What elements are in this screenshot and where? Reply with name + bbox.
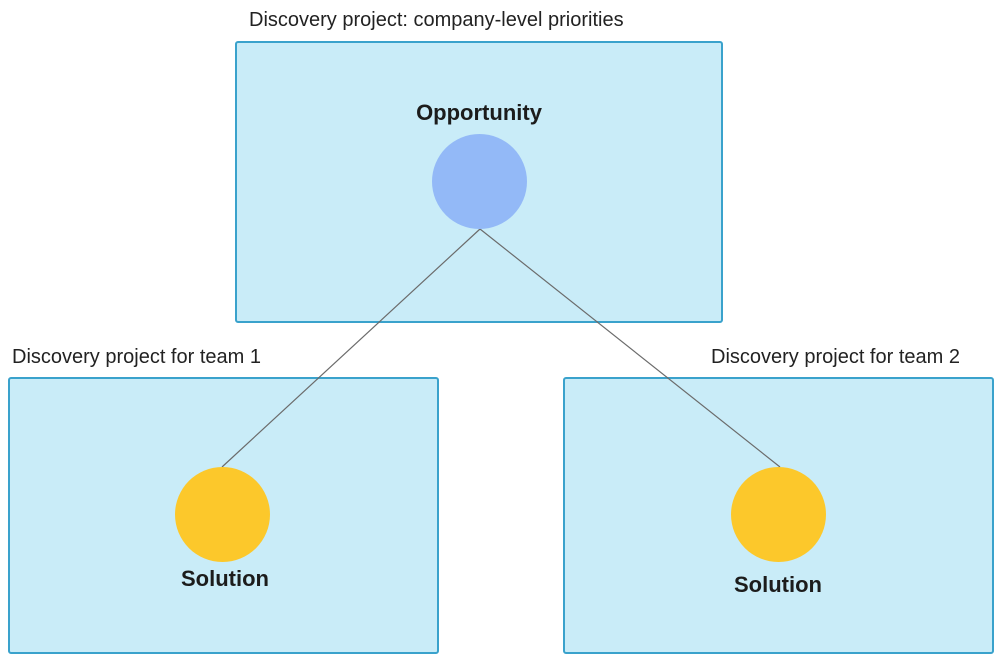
solution-node-team2[interactable] [731,467,826,562]
solution-node-team1[interactable] [175,467,270,562]
opportunity-label: Opportunity [416,100,542,125]
team1-frame-label: Discovery project for team 1 [12,346,261,368]
solution-label-team2: Solution [734,572,822,597]
solution-label-team1: Solution [181,566,269,591]
company-frame-label: Discovery project: company-level priorit… [249,9,624,31]
opportunity-node[interactable] [432,134,527,229]
team2-frame-label: Discovery project for team 2 [711,346,960,368]
